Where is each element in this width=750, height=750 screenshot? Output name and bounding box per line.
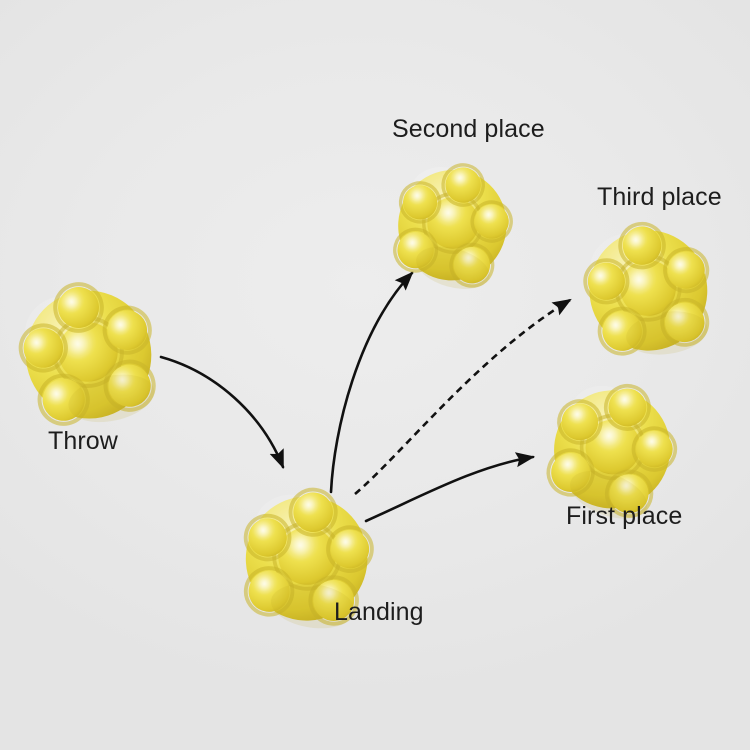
ball-second-place: [393, 163, 513, 289]
arrow-throw-to-landing: [159, 355, 285, 469]
arrow-landing-to-second-place: [329, 271, 414, 494]
arrow-landing-to-third-place: [354, 298, 572, 495]
label-throw: Throw: [48, 427, 118, 455]
label-first-place: First place: [566, 502, 683, 530]
arrow-landing-to-first-place: [364, 452, 536, 523]
ball-third-place: [583, 221, 710, 356]
ball-first-place: [546, 384, 678, 519]
label-third-place: Third place: [597, 183, 722, 211]
ball-throw: [18, 282, 156, 426]
label-landing: Landing: [334, 598, 424, 626]
label-second-place: Second place: [392, 115, 545, 143]
